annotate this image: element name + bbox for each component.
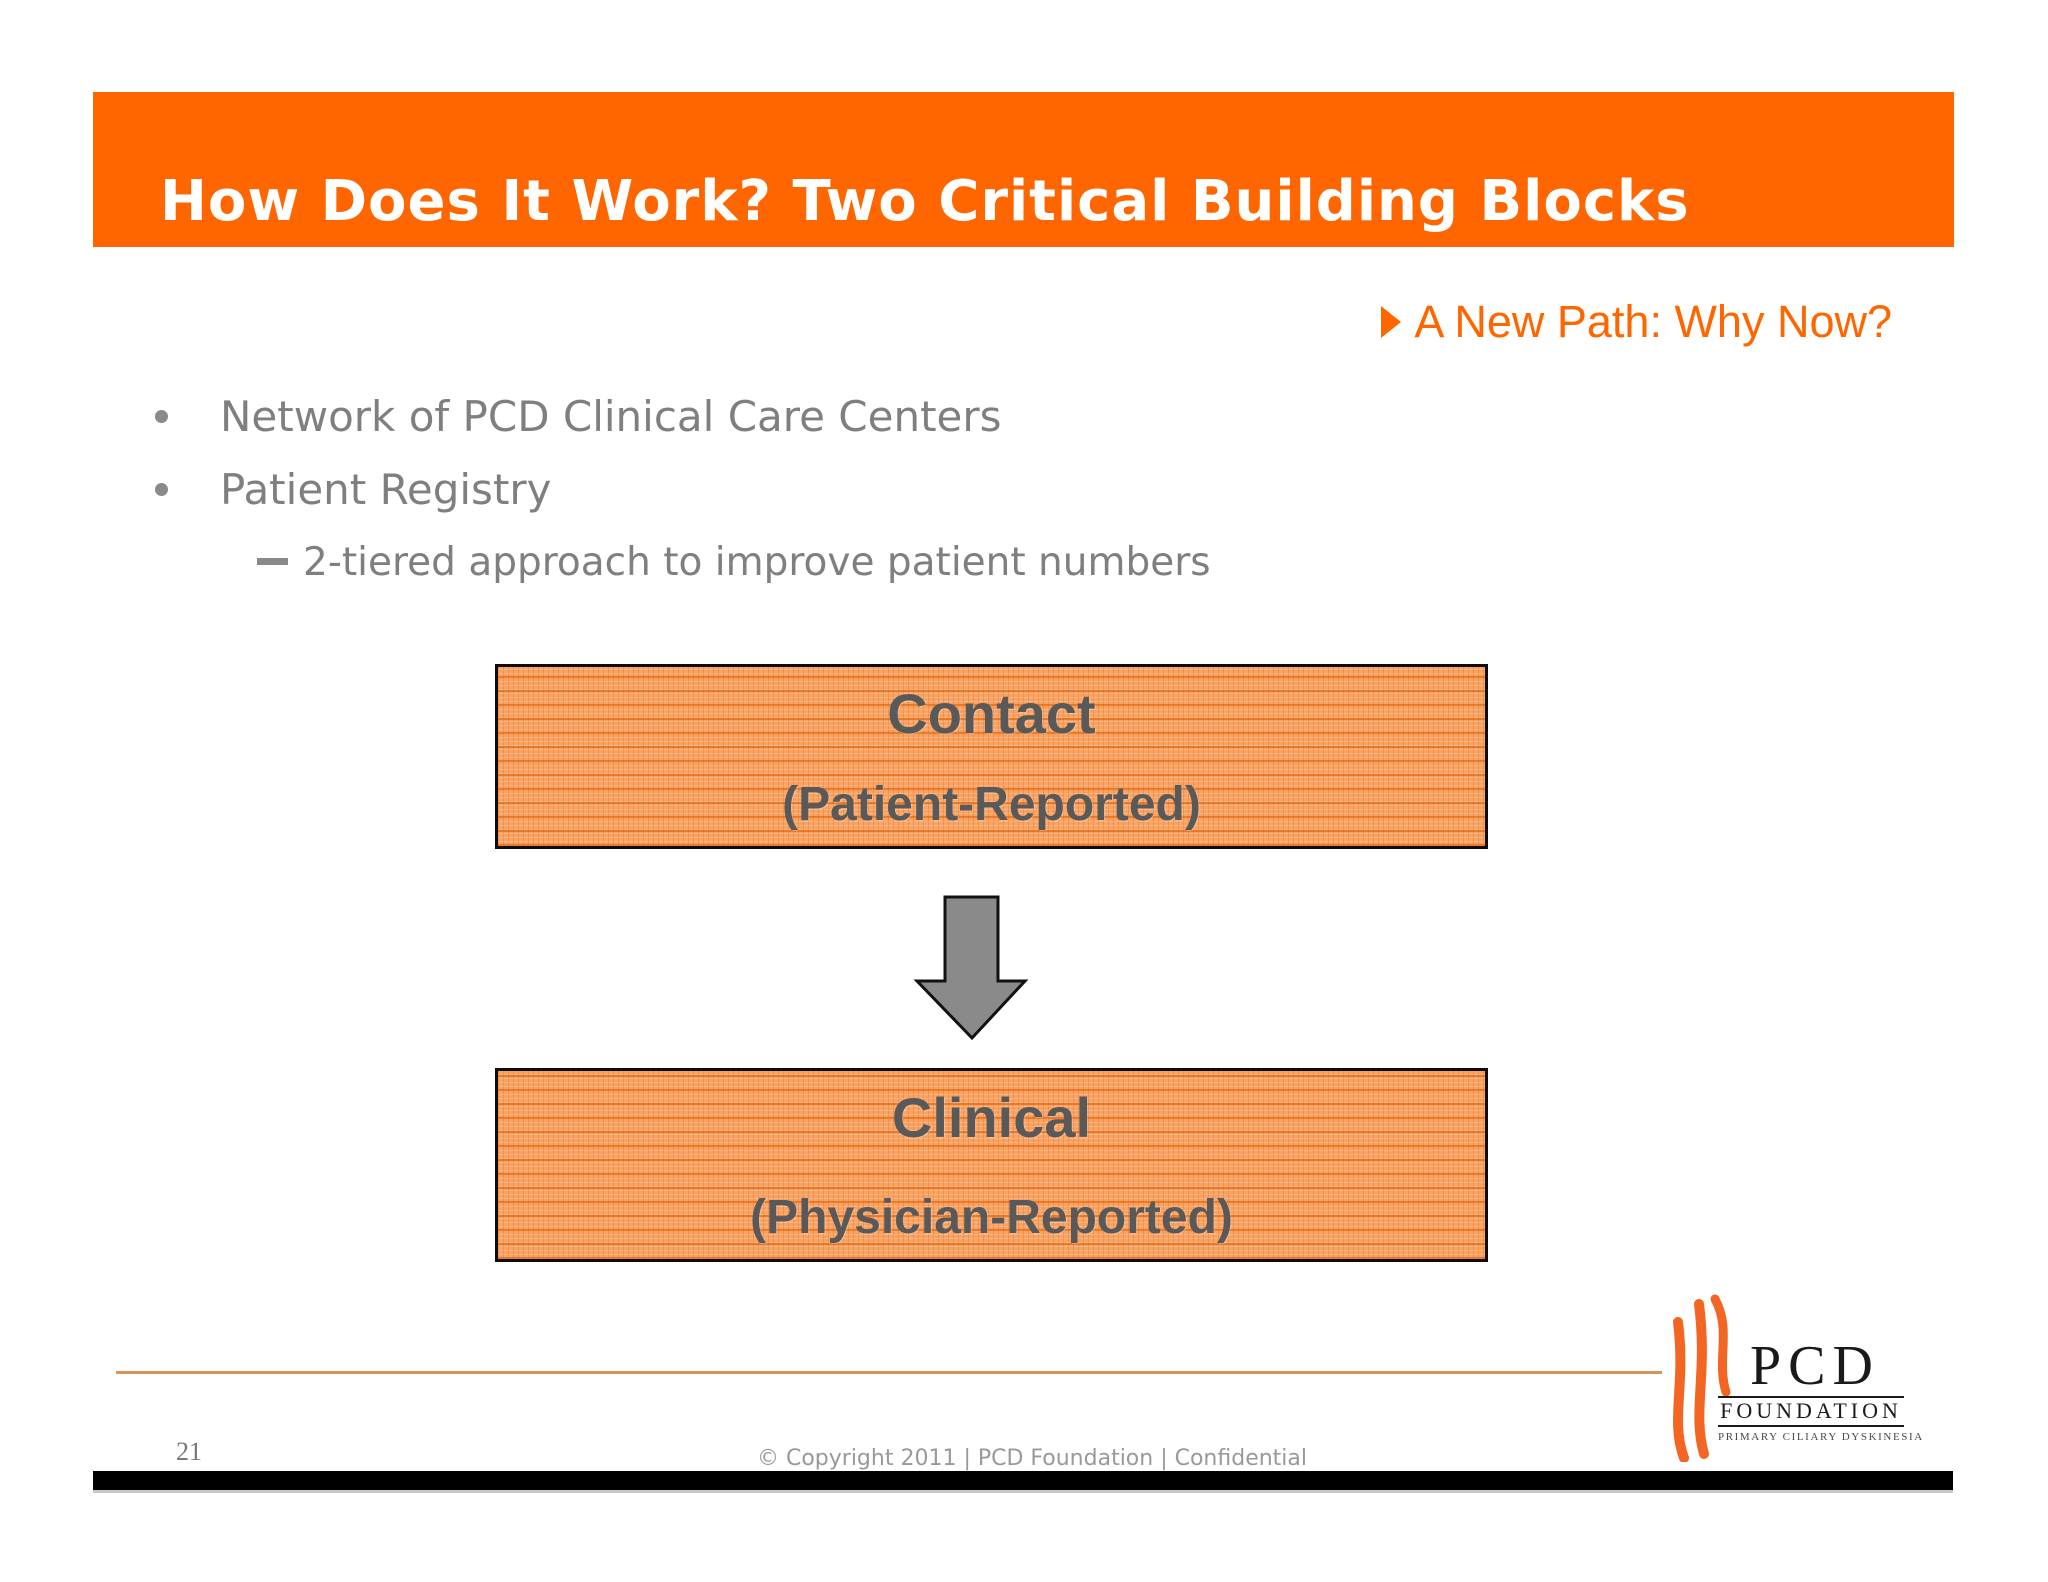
down-arrow-icon: [905, 893, 1030, 1043]
bottom-bar: [93, 1471, 1953, 1493]
logo-foundation-text: FOUNDATION: [1720, 1398, 1902, 1423]
bullet-dot-icon: [155, 483, 168, 496]
sub-bullet-text: 2-tiered approach to improve patient num…: [303, 540, 1211, 585]
list-item: Patient Registry: [155, 466, 552, 514]
bullet-text: Patient Registry: [220, 465, 552, 514]
logo-rule-top: [1718, 1396, 1904, 1398]
logo-rule-bottom: [1718, 1425, 1904, 1427]
box-title: Contact: [887, 682, 1096, 745]
diagram-box-clinical: Clinical (Physician-Reported): [495, 1068, 1488, 1262]
bullet-text: Network of PCD Clinical Care Centers: [220, 392, 1002, 441]
list-item: Network of PCD Clinical Care Centers: [155, 393, 1002, 441]
header-bar: How Does It Work? Two Critical Building …: [93, 92, 1954, 247]
dash-bullet-icon: [257, 558, 288, 565]
box-title: Clinical: [891, 1086, 1092, 1149]
footer-separator-line: [116, 1371, 1662, 1374]
copyright-text: © Copyright 2011 | PCD Foundation | Conf…: [756, 1446, 1308, 1471]
logo-tagline: PRIMARY CILIARY DYSKINESIA: [1718, 1431, 1924, 1443]
box-subtitle: (Patient-Reported): [782, 778, 1201, 831]
diagram-box-contact: Contact (Patient-Reported): [495, 664, 1488, 849]
page-title: How Does It Work? Two Critical Building …: [160, 169, 1690, 234]
bullet-dot-icon: [155, 410, 168, 423]
pcd-foundation-logo: PCD FOUNDATION PRIMARY CILIARY DYSKINESI…: [1668, 1292, 1924, 1462]
page-number: 21: [176, 1437, 202, 1466]
pcd-logo-cilia-icon: [1673, 1294, 1731, 1462]
list-item: 2-tiered approach to improve patient num…: [257, 540, 1211, 586]
kicker-label: A New Path: Why Now?: [1414, 296, 1892, 347]
box-subtitle: (Physician-Reported): [750, 1191, 1233, 1244]
triangle-bullet-icon: [1381, 306, 1402, 338]
logo-wordmark: PCD: [1750, 1335, 1880, 1397]
section-kicker: A New Path: Why Now?: [1381, 296, 1892, 348]
